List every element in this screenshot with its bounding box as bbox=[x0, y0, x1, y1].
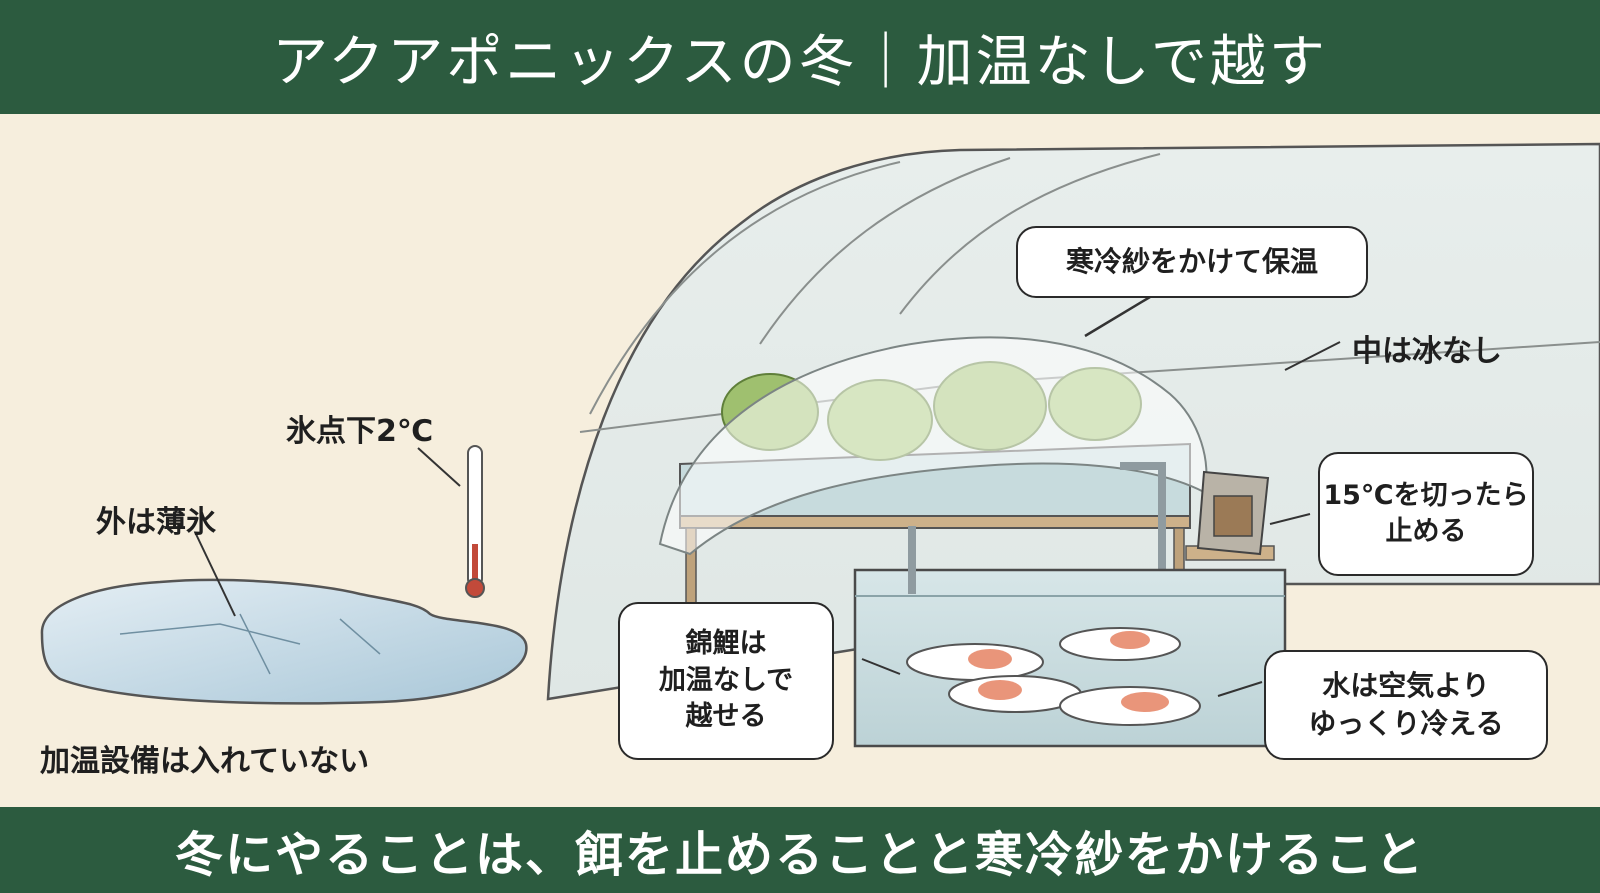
outside-ice-label: 外は薄氷 bbox=[96, 505, 216, 540]
stop-feeding-line1: 15℃を切ったら bbox=[1323, 479, 1529, 511]
no-heater-label: 加温設備は入れていない bbox=[40, 744, 370, 779]
stop-feeding-line2: 止める bbox=[1385, 516, 1467, 547]
fish-tank bbox=[853, 526, 1287, 748]
title-banner: アクアポニックスの冬｜加温なしで越す bbox=[0, 0, 1600, 114]
page-title: アクアポニックスの冬｜加温なしで越す bbox=[272, 29, 1328, 95]
ice-pond-icon bbox=[40, 578, 528, 705]
water-line2: ゆっくり冷える bbox=[1308, 707, 1504, 740]
bottom-caption: 冬にやることは、餌を止めることと寒冷紗をかけること bbox=[174, 827, 1425, 883]
water-cooling-bubble: 水は空気より ゆっくり冷える bbox=[1264, 650, 1548, 760]
caption-banner: 冬にやることは、餌を止めることと寒冷紗をかけること bbox=[0, 807, 1600, 893]
koi-bubble: 錦鯉は 加温なしで 越せる bbox=[618, 602, 834, 760]
shade-cloth-text: 寒冷紗をかけて保温 bbox=[1065, 245, 1318, 279]
feed-bag-icon bbox=[1185, 470, 1275, 561]
koi-fish-icon bbox=[906, 627, 1201, 726]
koi-line2: 加温なしで bbox=[658, 664, 794, 696]
illustration-scene: 外は薄氷 氷点下2℃ 加温設備は入れていない 中は冰なし 寒冷紗をかけて保温 1… bbox=[0, 114, 1600, 807]
no-ice-inside-label: 中は冰なし bbox=[1352, 334, 1502, 369]
stop-feeding-bubble: 15℃を切ったら 止める bbox=[1318, 452, 1534, 576]
freezing-temp-label: 氷点下2℃ bbox=[286, 414, 434, 449]
water-line1: 水は空気より bbox=[1322, 669, 1490, 703]
koi-line3: 越せる bbox=[685, 701, 767, 733]
shade-cloth-bubble: 寒冷紗をかけて保温 bbox=[1016, 226, 1368, 298]
thermometer-icon bbox=[465, 445, 485, 598]
koi-line1: 錦鯉は bbox=[685, 628, 767, 660]
